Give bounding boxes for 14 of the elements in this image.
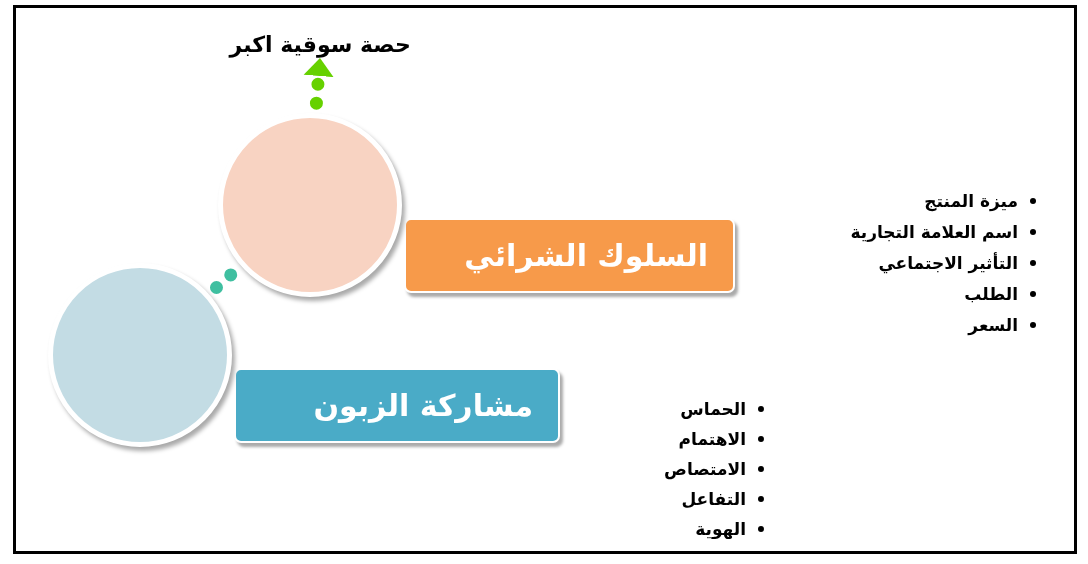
bullet-item: التفاعل bbox=[681, 488, 768, 510]
bullet-item: الحماس bbox=[680, 398, 768, 420]
bullet-item: السعر bbox=[968, 314, 1040, 336]
dotted-arrow bbox=[303, 58, 334, 110]
bullet-item: الهوية bbox=[695, 518, 768, 540]
title-band: السلوك الشرائي bbox=[404, 218, 735, 293]
bullet-item: الامتصاص bbox=[664, 458, 768, 480]
bullet-item: الاهتمام bbox=[678, 428, 768, 450]
bullet-item: الطلب bbox=[964, 283, 1040, 305]
bullet-item: اسم العلامة التجارية bbox=[850, 221, 1040, 243]
title-text: حصة سوقية اكبر bbox=[229, 31, 411, 57]
bullet-item: التأثير الاجتماعي bbox=[878, 252, 1040, 274]
title-band: مشاركة الزبون bbox=[234, 368, 560, 443]
bullet-item: ميزة المنتج bbox=[924, 190, 1040, 212]
